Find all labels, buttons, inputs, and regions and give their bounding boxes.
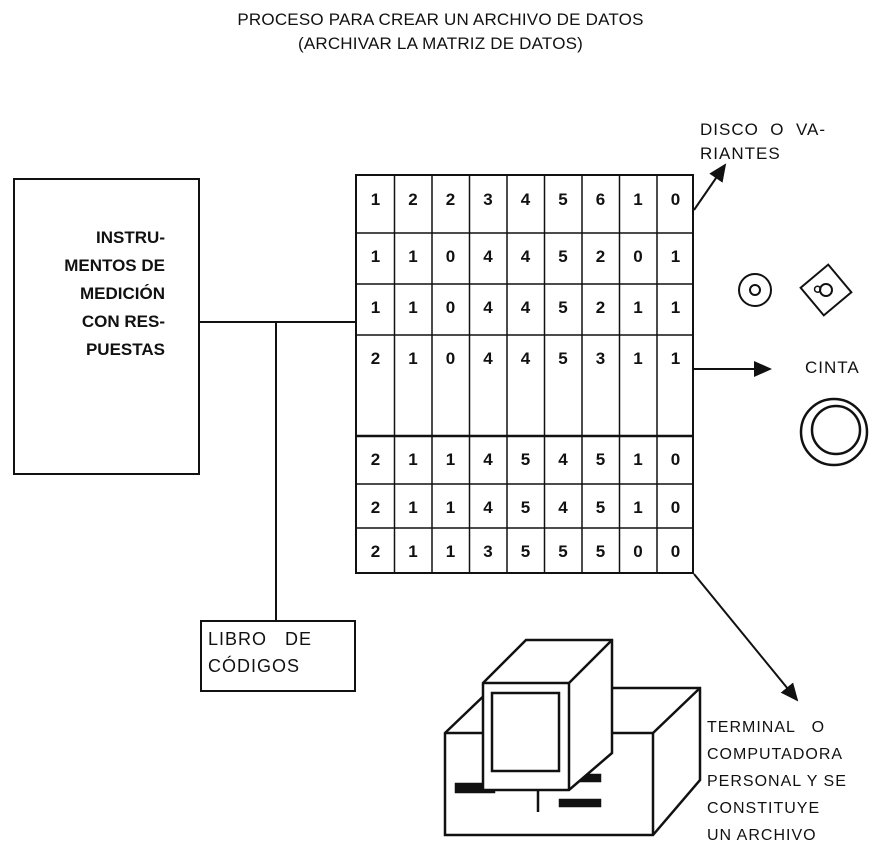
matrix-cell: 1: [445, 498, 456, 517]
matrix-cell: 5: [520, 542, 531, 561]
matrix-cell: 0: [445, 298, 456, 317]
matrix-cell: 1: [370, 298, 381, 317]
matrix-cell: 3: [483, 190, 493, 209]
matrix-cell: 1: [633, 349, 643, 368]
matrix-cell: 1: [633, 498, 643, 517]
matrix-cell: 2: [370, 498, 381, 517]
diagram-title-line1: PROCESO PARA CREAR UN ARCHIVO DE DATOS: [237, 10, 644, 29]
matrix-cell: 1: [633, 190, 643, 209]
matrix-cell: 4: [558, 498, 568, 517]
matrix-cell: 2: [595, 298, 606, 317]
matrix-cell: 0: [670, 542, 681, 561]
matrix-cell: 1: [408, 247, 418, 266]
tape-reel-icon: [799, 397, 869, 467]
measurement-instruments-box: INSTRU- MENTOS DE MEDICIÓN CON RES- PUES…: [13, 178, 200, 475]
matrix-cell: 4: [483, 450, 493, 469]
matrix-cell: 6: [595, 190, 606, 209]
matrix-cell: 0: [670, 450, 681, 469]
matrix-cell: 5: [595, 498, 606, 517]
matrix-cell: 4: [520, 349, 531, 368]
data-matrix: 1 2 2 3 4 5 6 1 0 1 1 0 4 4 5 2 0 1 1 1 0 4 4 5 2 1 1 2 1 0 4 4 5 3 1 1 2 1 1 4…: [355, 174, 694, 574]
matrix-cell: 2: [408, 190, 418, 209]
matrix-cell: 1: [670, 247, 681, 266]
matrix-cell: 4: [520, 247, 531, 266]
codebook-label: LIBRO DE CÓDIGOS: [208, 629, 313, 676]
matrix-cell: 0: [670, 190, 681, 209]
matrix-cell: 2: [595, 247, 606, 266]
matrix-cell: 3: [483, 542, 493, 561]
matrix-cell: 5: [520, 498, 531, 517]
matrix-cell: 1: [408, 450, 418, 469]
matrix-cell: 1: [408, 498, 418, 517]
matrix-cell: 1: [408, 542, 418, 561]
matrix-cell: 3: [595, 349, 606, 368]
matrix-cell: 2: [370, 349, 381, 368]
matrix-cell: 1: [445, 450, 456, 469]
matrix-cell: 0: [633, 247, 643, 266]
matrix-cell: 4: [483, 498, 493, 517]
tape-label: CINTA: [805, 358, 860, 377]
matrix-cell: 2: [370, 450, 381, 469]
matrix-cell: 1: [370, 190, 381, 209]
matrix-cell: 1: [633, 298, 643, 317]
matrix-cell: 4: [483, 298, 493, 317]
matrix-cell: 0: [445, 349, 456, 368]
matrix-cell: 2: [370, 542, 381, 561]
matrix-cell: 0: [445, 247, 456, 266]
terminal-label: TERMINAL O COMPUTADORA PERSONAL Y SE CON…: [707, 719, 847, 844]
diagram-title-line2: (ARCHIVAR LA MATRIZ DE DATOS): [297, 34, 584, 53]
matrix-gridlines: [357, 176, 692, 572]
disk-label: DISCO O VA- RIANTES: [700, 120, 827, 163]
codebook-box: LIBRO DE CÓDIGOS: [200, 620, 356, 692]
matrix-cell: 1: [408, 298, 418, 317]
matrix-cell: 5: [558, 247, 568, 266]
disk-icon: [738, 273, 772, 307]
matrix-cell: 1: [670, 349, 681, 368]
matrix-cell: 5: [520, 450, 531, 469]
matrix-cell: 4: [520, 190, 531, 209]
matrix-cell: 5: [558, 298, 568, 317]
measurement-instruments-label: INSTRU- MENTOS DE MEDICIÓN CON RES- PUES…: [64, 228, 165, 359]
matrix-cell: 5: [558, 190, 568, 209]
diskette-icon: [799, 263, 853, 317]
matrix-cell: 4: [520, 298, 531, 317]
matrix-cell: 5: [595, 542, 606, 561]
matrix-cell: 0: [633, 542, 643, 561]
matrix-cell: 1: [633, 450, 643, 469]
matrix-cell: 4: [558, 450, 568, 469]
matrix-cell: 0: [670, 498, 681, 517]
matrix-cell: 1: [445, 542, 456, 561]
matrix-cell: 4: [483, 247, 493, 266]
matrix-cell: 1: [408, 349, 418, 368]
matrix-cell: 5: [595, 450, 606, 469]
matrix-cell: 4: [483, 349, 493, 368]
matrix-cell: 5: [558, 349, 568, 368]
computer-icon: [443, 638, 702, 837]
matrix-cell: 1: [370, 247, 381, 266]
matrix-cell: 2: [445, 190, 456, 209]
matrix-cell: 5: [558, 542, 568, 561]
matrix-cell: 1: [670, 298, 681, 317]
